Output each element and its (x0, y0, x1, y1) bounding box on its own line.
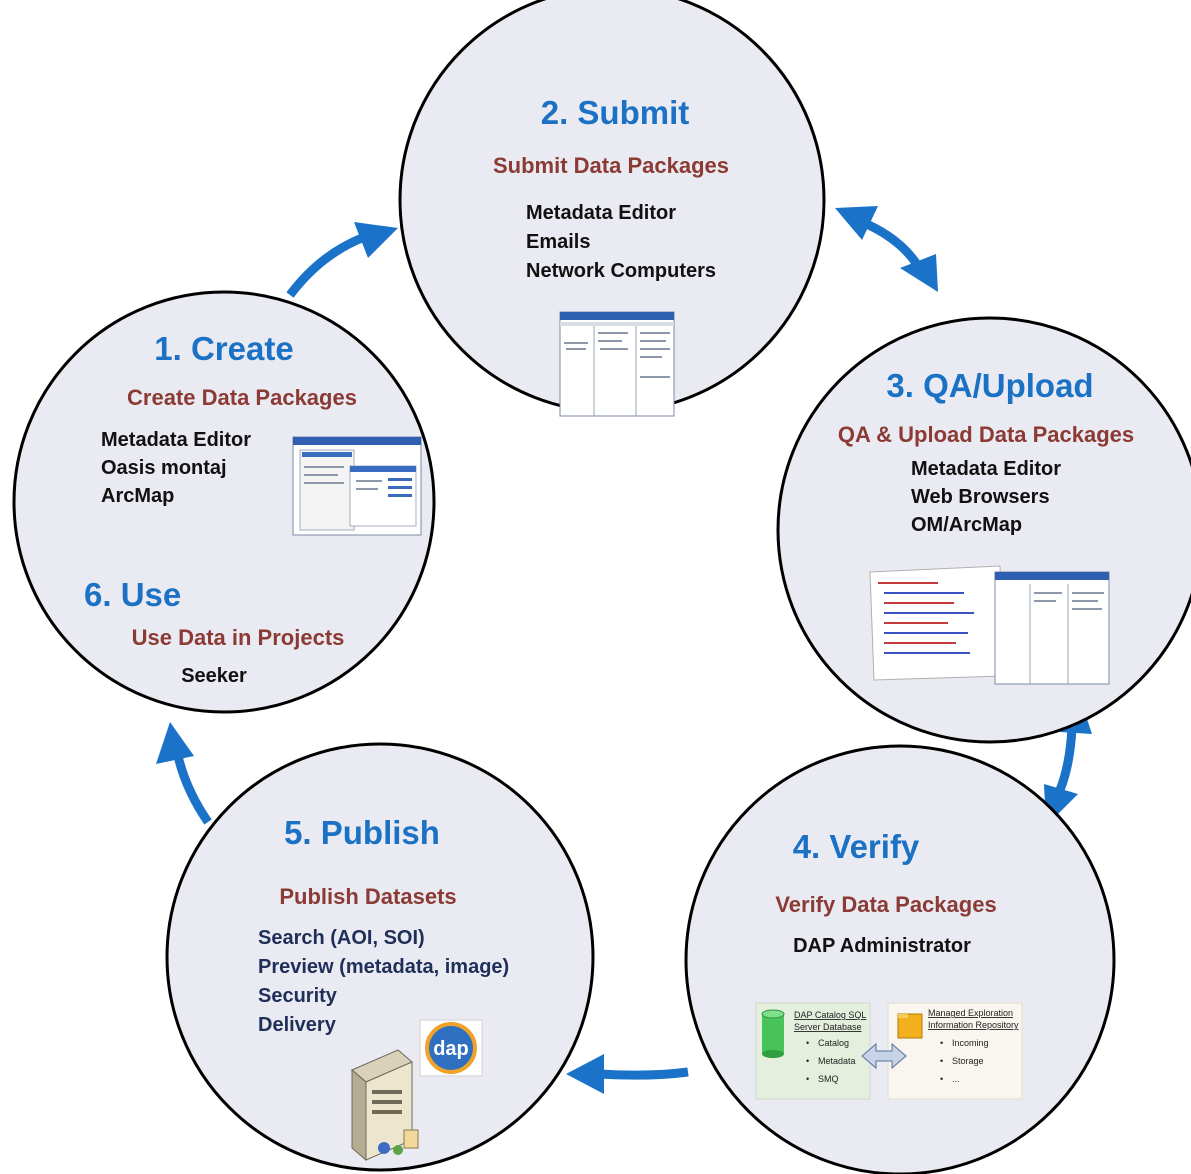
tool-publish-1: Search (AOI, SOI) (258, 927, 425, 949)
stage-circle-create-use (12, 290, 436, 714)
tool-verify-1: DAP Administrator (793, 935, 971, 957)
tool-create-3: ArcMap (101, 485, 174, 507)
database-label-line1: DAP Catalog SQL (794, 1010, 866, 1020)
folder-icon (897, 1013, 923, 1039)
stage-title-verify: 4. Verify (793, 828, 920, 865)
repository-item-2-bullet: • (940, 1056, 943, 1066)
dap-database-repository-graphic: DAP Catalog SQL Server Database • Catalo… (755, 1002, 1023, 1100)
tool-publish-2: Preview (metadata, image) (258, 956, 509, 978)
stage-subtitle-submit: Submit Data Packages (493, 153, 729, 178)
repository-label-line1: Managed Exploration (928, 1008, 1013, 1018)
stage-subtitle-qa-upload: QA & Upload Data Packages (838, 422, 1134, 447)
arrow-verify-to-publish (566, 1054, 689, 1094)
repository-item-2: Storage (952, 1056, 984, 1066)
stage-circle-publish (165, 742, 595, 1172)
arrow-create-to-submit (286, 222, 398, 298)
arrow-publish-to-use (156, 722, 212, 825)
tool-create-2: Oasis montaj (101, 457, 227, 479)
dap-logo-text: dap (433, 1038, 469, 1060)
stage-subtitle-verify: Verify Data Packages (775, 892, 996, 917)
database-item-2-bullet: • (806, 1056, 809, 1066)
stage-title-qa-upload: 3. QA/Upload (886, 367, 1093, 404)
database-cylinder-icon (761, 1009, 785, 1058)
database-item-2: Metadata (818, 1056, 856, 1066)
tool-qa-3: OM/ArcMap (911, 514, 1022, 536)
stage-circle-verify (684, 744, 1116, 1174)
tool-publish-4: Delivery (258, 1014, 337, 1036)
stage-title-use: 6. Use (84, 576, 181, 613)
tool-qa-1: Metadata Editor (911, 458, 1061, 480)
double-arrow-icon (861, 1042, 907, 1070)
stage-subtitle-publish: Publish Datasets (279, 884, 456, 909)
stage-title-submit: 2. Submit (541, 94, 690, 131)
database-item-1: Catalog (818, 1038, 849, 1048)
repository-item-1-bullet: • (940, 1038, 943, 1048)
repository-item-1: Incoming (952, 1038, 989, 1048)
database-label-line2: Server Database (794, 1022, 862, 1032)
stage-title-create: 1. Create (154, 330, 293, 367)
tool-create-1: Metadata Editor (101, 429, 251, 451)
stage-title-publish: 5. Publish (284, 814, 440, 851)
metadata-editor-screenshot-icon (559, 311, 675, 417)
server-icon (351, 1049, 419, 1162)
database-item-3: SMQ (818, 1074, 839, 1084)
repository-label-line2: Information Repository (928, 1020, 1019, 1030)
tool-submit-3: Network Computers (526, 260, 716, 282)
tool-publish-3: Security (258, 985, 338, 1007)
stage-subtitle-use: Use Data in Projects (132, 625, 345, 650)
tool-use-1: Seeker (181, 665, 247, 687)
stage-subtitle-create: Create Data Packages (127, 385, 357, 410)
tool-submit-2: Emails (526, 231, 590, 253)
database-item-1-bullet: • (806, 1038, 809, 1048)
tool-qa-2: Web Browsers (911, 486, 1050, 508)
xml-and-editor-screenshot-icon (869, 565, 1110, 685)
tool-submit-1: Metadata Editor (526, 202, 676, 224)
database-item-3-bullet: • (806, 1074, 809, 1084)
metadata-editor-screenshot-icon (292, 436, 422, 536)
repository-item-3: ... (952, 1074, 960, 1084)
dap-logo: dap (419, 1019, 483, 1077)
repository-item-3-bullet: • (940, 1074, 943, 1084)
arrow-submit-qa (835, 206, 938, 292)
